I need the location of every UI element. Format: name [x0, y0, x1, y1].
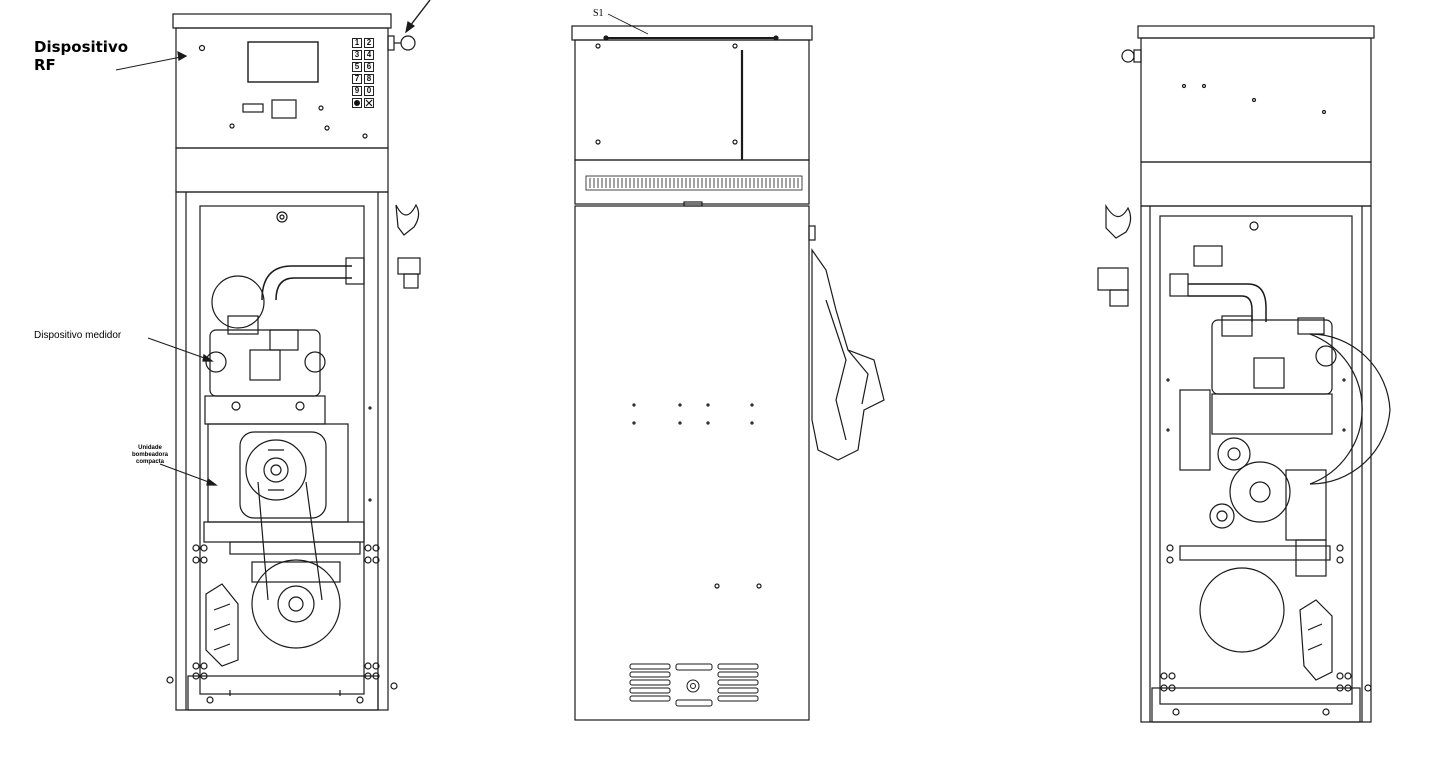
key-7: 7 [352, 74, 362, 84]
pump-unit-label-line1: Unidade [138, 445, 162, 451]
side-view [571, 13, 885, 721]
key-9: 9 [352, 86, 362, 96]
key-4: 4 [364, 50, 374, 60]
key-2: 2 [364, 38, 374, 48]
key-6: 6 [364, 62, 374, 72]
key-3: 3 [352, 50, 362, 60]
key-ok-icon [352, 98, 362, 108]
key-cancel-icon [364, 98, 374, 108]
key-8: 8 [364, 74, 374, 84]
meter-device-label: Dispositivo medidor [34, 330, 122, 341]
s1-label: S1 [593, 8, 604, 19]
key-0: 0 [364, 86, 374, 96]
pump-unit-label: Unidade bombeadora compacta [118, 445, 182, 466]
pump-unit-label-line3: compacta [135, 459, 164, 465]
rf-device-label: Dispositivo RF [34, 38, 129, 74]
key-1: 1 [352, 38, 362, 48]
key-5: 5 [352, 62, 362, 72]
front-view [115, 0, 431, 711]
rear-view [1097, 25, 1391, 723]
pump-unit-label-line2: bombeadora [131, 452, 168, 458]
